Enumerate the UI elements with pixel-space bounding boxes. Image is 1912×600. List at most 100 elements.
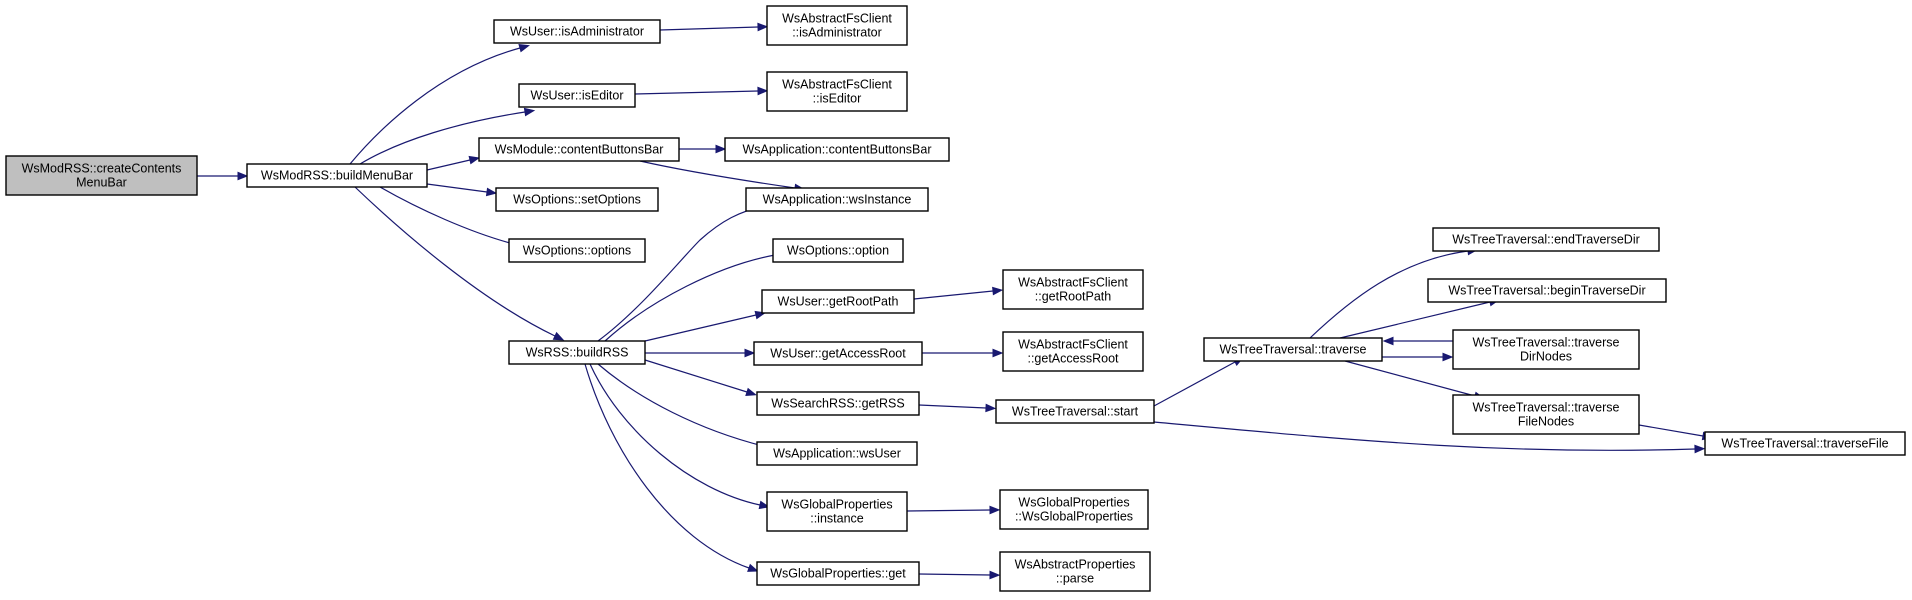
arrowhead bbox=[744, 348, 756, 358]
node-options[interactable]: WsOptions::options bbox=[508, 238, 646, 263]
node-fsGetRootPath[interactable]: WsAbstractFsClient::getRootPath bbox=[1002, 269, 1144, 310]
node-label: ::WsGlobalProperties bbox=[1015, 510, 1133, 524]
node-label: WsAbstractFsClient bbox=[1018, 338, 1128, 352]
node-fsIsAdministrator[interactable]: WsAbstractFsClient::isAdministrator bbox=[766, 5, 908, 46]
node-label: WsModRSS::createContents bbox=[22, 162, 182, 176]
node-box bbox=[495, 187, 659, 212]
edge-line bbox=[589, 363, 761, 506]
edge-buildRSS-to-gpGet bbox=[584, 363, 759, 572]
edge-line bbox=[639, 160, 796, 189]
node-label: ::instance bbox=[810, 512, 864, 526]
node-getRSS[interactable]: WsSearchRSS::getRSS bbox=[756, 391, 920, 416]
node-option[interactable]: WsOptions::option bbox=[772, 238, 904, 263]
node-endTraverseDir[interactable]: WsTreeTraversal::endTraverseDir bbox=[1432, 227, 1660, 252]
node-traverse[interactable]: WsTreeTraversal::traverse bbox=[1203, 337, 1383, 362]
node-beginTraverseDir[interactable]: WsTreeTraversal::beginTraverseDir bbox=[1427, 278, 1667, 303]
node-label: WsTreeTraversal::beginTraverseDir bbox=[1448, 284, 1645, 298]
node-box bbox=[999, 489, 1149, 530]
edge-gpGet-to-parse bbox=[918, 570, 1001, 580]
node-label: ::getAccessRoot bbox=[1027, 352, 1119, 366]
edge-line bbox=[906, 509, 991, 512]
node-label: WsAbstractFsClient bbox=[782, 12, 892, 26]
node-box bbox=[761, 289, 915, 314]
node-modContentButtonsBar[interactable]: WsModule::contentButtonsBar bbox=[478, 137, 680, 162]
edge-start-to-traverse bbox=[1153, 357, 1245, 407]
node-label: WsRSS::buildRSS bbox=[526, 346, 629, 360]
arrowhead bbox=[485, 187, 498, 197]
node-label: WsAbstractFsClient bbox=[1018, 276, 1128, 290]
node-isEditor[interactable]: WsUser::isEditor bbox=[518, 83, 636, 108]
edge-line bbox=[918, 573, 991, 576]
node-box bbox=[724, 137, 950, 162]
edge-line bbox=[1344, 360, 1476, 397]
node-gpCtor[interactable]: WsGlobalProperties::WsGlobalProperties bbox=[999, 489, 1149, 530]
node-box bbox=[478, 137, 680, 162]
node-box bbox=[995, 399, 1155, 424]
edge-buildRSS-to-wsInstance bbox=[597, 200, 781, 342]
edge-buildMenuBar-to-isEditor bbox=[359, 107, 536, 165]
node-start[interactable]: WsTreeTraversal::start bbox=[995, 399, 1155, 424]
node-label: ::isEditor bbox=[813, 92, 862, 106]
edge-traverseFileNodes-to-traverseFile bbox=[1638, 424, 1714, 441]
edge-line bbox=[644, 314, 757, 342]
edge-line bbox=[913, 290, 994, 300]
edge-line bbox=[379, 186, 511, 244]
edge-gpInstance-to-gpCtor bbox=[906, 505, 1001, 515]
node-buildMenuBar[interactable]: WsModRSS::buildMenuBar bbox=[246, 163, 428, 188]
node-box bbox=[999, 551, 1151, 592]
arrowhead bbox=[237, 171, 249, 181]
node-label: WsGlobalProperties::get bbox=[770, 567, 906, 581]
node-gpInstance[interactable]: WsGlobalProperties::instance bbox=[766, 491, 908, 532]
edge-line bbox=[1153, 361, 1236, 407]
node-appContentButtonsBar[interactable]: WsApplication::contentButtonsBar bbox=[724, 137, 950, 162]
edge-buildMenuBar-to-buildRSS bbox=[354, 186, 565, 341]
edge-start-to-traverseFile bbox=[1153, 421, 1706, 454]
arrowhead bbox=[518, 43, 530, 53]
node-label: WsTreeTraversal::traverseFile bbox=[1721, 437, 1888, 451]
node-traverseFile[interactable]: WsTreeTraversal::traverseFile bbox=[1704, 431, 1906, 456]
edge-getRootPath-to-fsGetRootPath bbox=[913, 286, 1004, 300]
arrowhead bbox=[1442, 352, 1454, 362]
node-wsUser[interactable]: WsApplication::wsUser bbox=[756, 441, 918, 466]
edge-line bbox=[354, 186, 556, 337]
edge-line bbox=[1153, 421, 1696, 451]
node-fsGetAccessRoot[interactable]: WsAbstractFsClient::getAccessRoot bbox=[1002, 331, 1144, 372]
node-buildRSS[interactable]: WsRSS::buildRSS bbox=[508, 340, 646, 365]
node-label: WsApplication::wsInstance bbox=[763, 193, 912, 207]
edge-line bbox=[918, 404, 987, 409]
node-label: WsGlobalProperties bbox=[781, 498, 892, 512]
node-label: ::isAdministrator bbox=[792, 26, 882, 40]
node-label: WsUser::getRootPath bbox=[778, 295, 899, 309]
node-isAdministrator[interactable]: WsUser::isAdministrator bbox=[493, 19, 661, 44]
node-box bbox=[745, 187, 929, 212]
node-getRootPath[interactable]: WsUser::getRootPath bbox=[761, 289, 915, 314]
edge-line bbox=[1309, 250, 1469, 339]
node-label: DirNodes bbox=[1520, 350, 1572, 364]
node-fsIsEditor[interactable]: WsAbstractFsClient::isEditor bbox=[766, 71, 908, 112]
edge-line bbox=[359, 111, 526, 165]
edge-isAdministrator-to-fsIsAdministrator bbox=[659, 22, 769, 32]
node-wsInstance[interactable]: WsApplication::wsInstance bbox=[745, 187, 929, 212]
node-box bbox=[772, 238, 904, 263]
node-box bbox=[1427, 278, 1667, 303]
node-getAccessRoot[interactable]: WsUser::getAccessRoot bbox=[753, 341, 923, 366]
edge-line bbox=[426, 183, 488, 193]
edge-buildMenuBar-to-modContentButtonsBar bbox=[426, 155, 481, 171]
edge-line bbox=[597, 204, 771, 342]
node-label: WsGlobalProperties bbox=[1018, 496, 1129, 510]
edge-line bbox=[584, 363, 750, 569]
node-label: WsUser::isAdministrator bbox=[510, 25, 644, 39]
edge-line bbox=[349, 47, 521, 165]
node-gpGet[interactable]: WsGlobalProperties::get bbox=[756, 561, 920, 586]
arrowhead bbox=[757, 22, 769, 32]
node-label: WsUser::isEditor bbox=[530, 89, 623, 103]
edge-buildRSS-to-option bbox=[604, 250, 786, 342]
arrowhead bbox=[1382, 336, 1394, 346]
node-parse[interactable]: WsAbstractProperties::parse bbox=[999, 551, 1151, 592]
node-setOptions[interactable]: WsOptions::setOptions bbox=[495, 187, 659, 212]
node-box bbox=[756, 391, 920, 416]
